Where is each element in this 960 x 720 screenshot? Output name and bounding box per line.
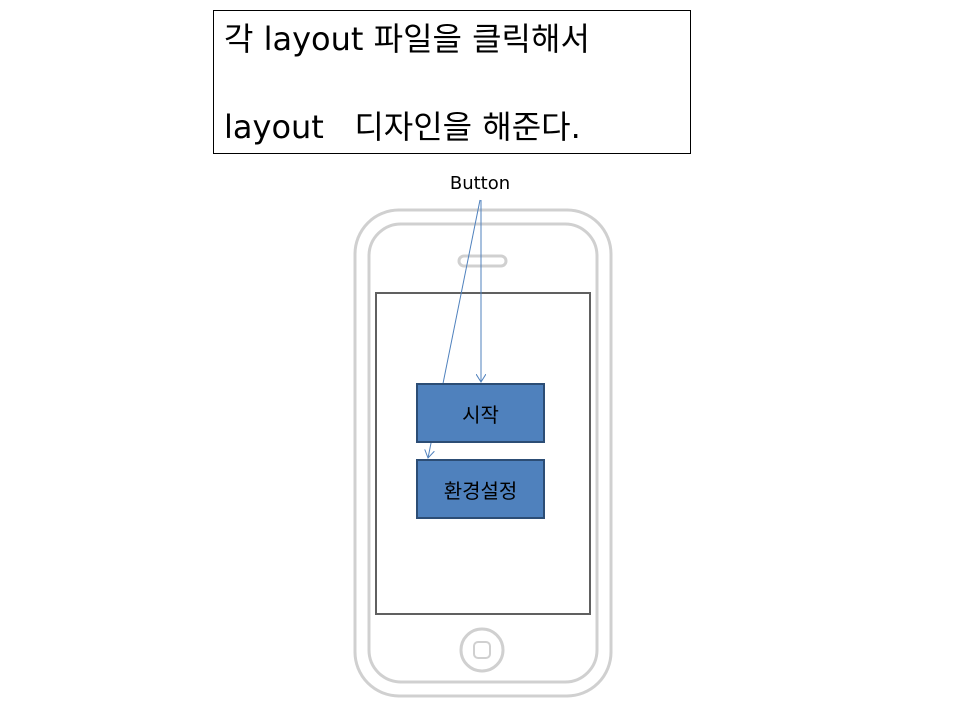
home-button-outer [459, 627, 505, 673]
settings-button[interactable]: 환경설정 [416, 459, 545, 519]
phone-screen [375, 292, 591, 615]
phone-inner-outline [367, 222, 599, 684]
caption-box: 각 layout 파일을 클릭해서 layout 디자인을 해준다. [213, 10, 691, 154]
caption-line-2: layout 디자인을 해준다. [224, 108, 581, 146]
caption-line-1: 각 layout 파일을 클릭해서 [224, 20, 590, 58]
phone-outer-outline [353, 208, 613, 698]
callout-label-button: Button [449, 173, 511, 194]
start-button[interactable]: 시작 [416, 383, 545, 443]
home-button-inner [473, 641, 491, 659]
phone-speaker [457, 254, 508, 268]
